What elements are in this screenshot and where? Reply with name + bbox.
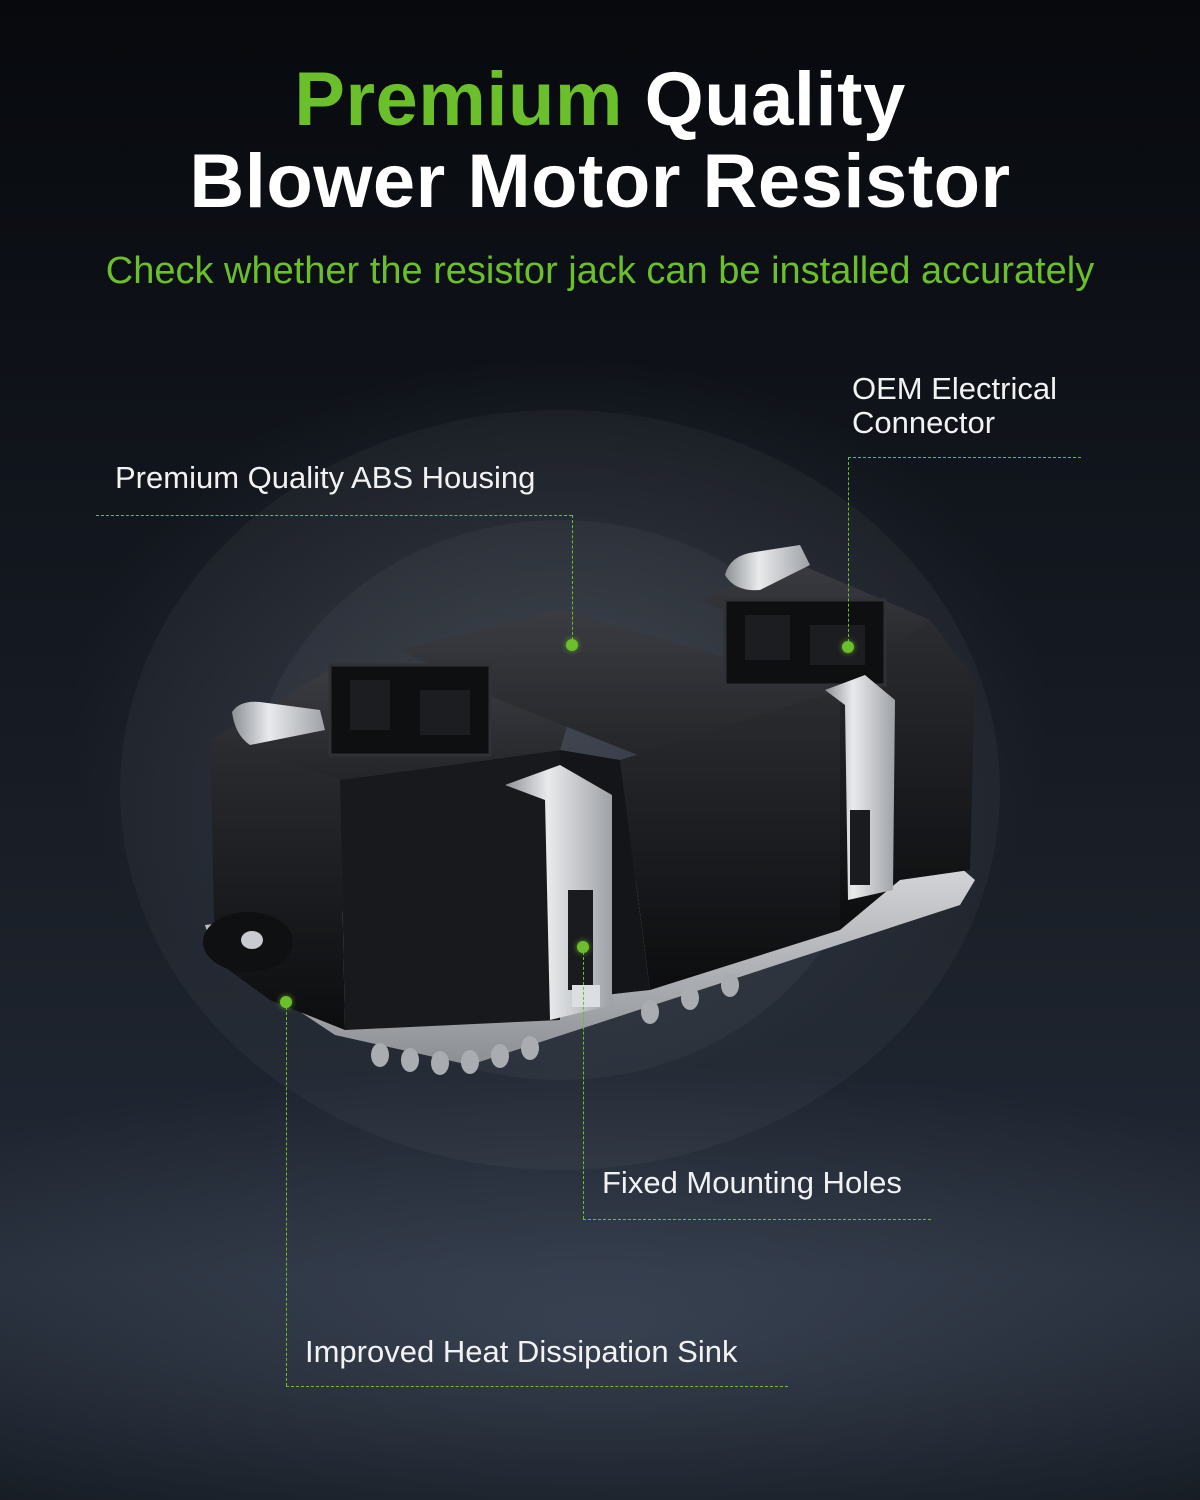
leader-heat-vertical [286, 1002, 287, 1386]
callout-heat-sink: Improved Heat Dissipation Sink [305, 1334, 738, 1369]
leader-abs-vertical [572, 515, 573, 645]
marker-abs-housing [566, 639, 578, 651]
heat-sink-fins [371, 973, 739, 1075]
housing-center-front [620, 690, 840, 990]
callout-mounting-holes: Fixed Mounting Holes [602, 1165, 902, 1200]
leader-oem-horizontal [848, 457, 1081, 458]
leader-heat-horizontal [286, 1386, 788, 1387]
callout-abs-housing: Premium Quality ABS Housing [115, 460, 536, 495]
metal-clip-top-left [232, 701, 325, 745]
subtitle: Check whether the resistor jack can be i… [105, 250, 1095, 292]
leader-abs-horizontal [96, 515, 572, 516]
leader-oem-vertical [848, 457, 849, 647]
housing-left-side [340, 750, 560, 1030]
housing-left-front [210, 740, 345, 1030]
leader-mounting-vertical [583, 947, 584, 1219]
title-line-2: Blower Motor Resistor [189, 139, 1011, 224]
title-accent-word: Premium [294, 57, 623, 142]
callout-oem-connector-line1: OEM Electrical [852, 371, 1057, 406]
title-rest-word: Quality [644, 57, 906, 142]
metal-clip-top-right [725, 545, 810, 591]
metal-clip-right [825, 675, 895, 900]
marker-oem-connector [842, 641, 854, 653]
callout-oem-connector-line2: Connector [852, 405, 996, 440]
housing-center-top [400, 610, 840, 760]
title-line-1: Premium Quality [0, 56, 1200, 143]
leader-mounting-horizontal [583, 1219, 931, 1220]
callout-oem-connector: OEM Electrical Connector [852, 372, 1057, 440]
